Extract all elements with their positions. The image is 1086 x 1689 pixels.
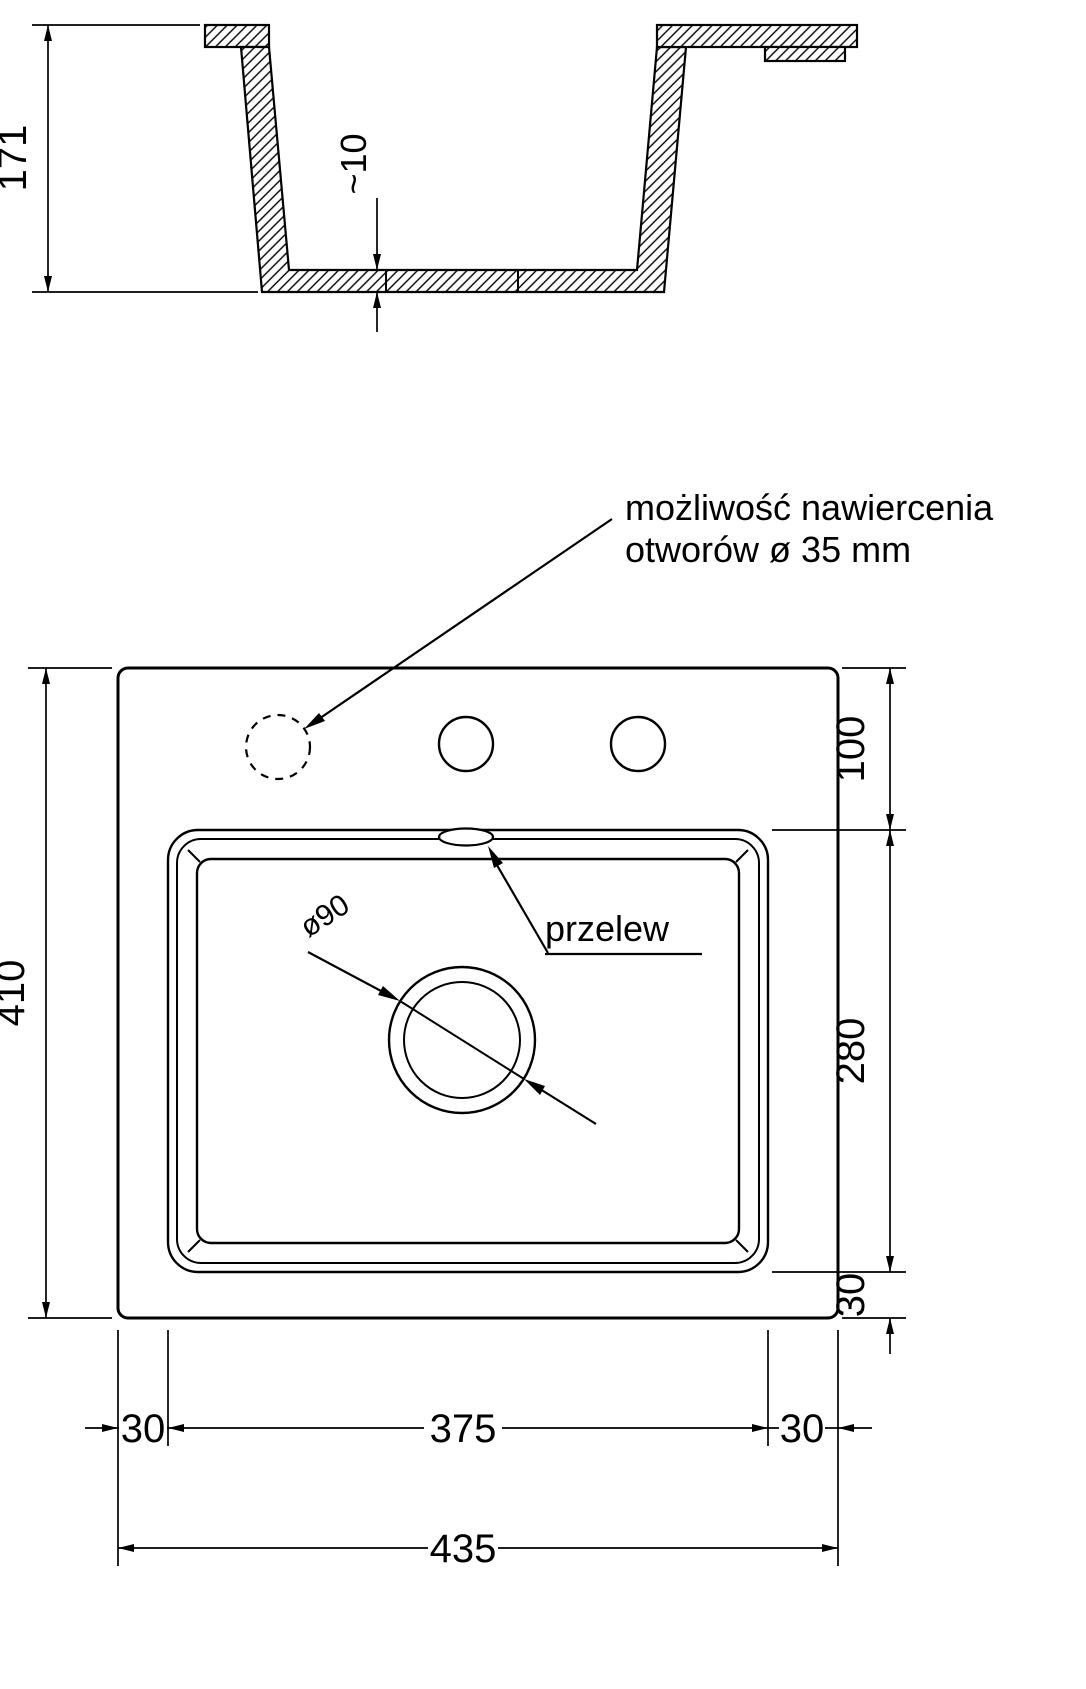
drain-hole-inner (403, 981, 521, 1099)
bowl-corner-bevel (735, 1239, 749, 1253)
dim-overall-height-value: 410 (0, 960, 33, 1027)
optional-faucet-hole-dashed (244, 713, 312, 781)
dim-thickness-value: ~10 (333, 133, 374, 194)
arrowhead-up (886, 668, 894, 684)
left-rim-section (203, 23, 271, 49)
bowl-corner-bevel (735, 849, 749, 863)
arrowhead-down (886, 1256, 894, 1272)
drain-diameter-label: ø90 (294, 888, 355, 944)
arrowhead-right (822, 1544, 838, 1552)
arrowhead-up (42, 668, 50, 684)
dim-overall-height-410: 410 (0, 667, 112, 1319)
leader-line (307, 951, 384, 993)
arrowhead-left (118, 1544, 134, 1552)
side-section-view: 171 ~10 (0, 23, 859, 332)
arrowhead (488, 846, 503, 868)
dim-bowl-width-value: 375 (430, 1407, 497, 1451)
mounting-step-section (763, 45, 847, 63)
note-line-1: możliwość nawiercenia (625, 487, 994, 528)
overflow-label: przelew (545, 908, 670, 949)
faucet-hole-2 (609, 715, 667, 773)
dim-overall-width-value: 435 (430, 1527, 497, 1571)
overflow-callout: przelew (488, 846, 702, 956)
arrowhead-right (752, 1424, 768, 1432)
dim-left-margin-value: 30 (121, 1407, 166, 1451)
dim-bowl-height-value: 280 (829, 1018, 873, 1085)
drain-hole-outer (387, 965, 537, 1115)
faucet-hole-1 (437, 715, 495, 773)
arrowhead (378, 986, 400, 1001)
top-plan-view: ø90 możliwość nawiercenia otworów ø 35 m… (0, 487, 994, 1571)
leader-line (493, 859, 549, 954)
leader-line (309, 518, 613, 726)
drain-recess-slab (385, 269, 519, 293)
arrowhead (524, 1079, 545, 1095)
right-rim-section (655, 23, 859, 49)
arrowhead-up (373, 292, 381, 308)
drilling-note-callout: możliwość nawiercenia otworów ø 35 mm (304, 487, 994, 729)
dim-right-margin-value: 30 (780, 1407, 825, 1451)
bowl-cross-section (239, 45, 688, 294)
diameter-line (399, 1000, 525, 1080)
dim-overall-width-435: 435 (118, 1527, 838, 1571)
dim-height-171: 171 (0, 24, 258, 293)
leader-line (539, 1088, 597, 1125)
arrowhead-up (886, 1318, 894, 1334)
dim-bottom-thickness-10: ~10 (333, 133, 381, 332)
arrowhead-up (44, 25, 52, 41)
dim-faucet-offset-value: 100 (829, 716, 873, 783)
dim-bowl-height-280: 280 (772, 830, 906, 1273)
arrowhead (304, 713, 325, 729)
arrowhead-left (838, 1424, 854, 1432)
note-line-2: otworów ø 35 mm (625, 529, 911, 570)
arrowhead-right (102, 1424, 118, 1432)
sink-outline (116, 666, 840, 1320)
dim-bottom-margin-30: 30 (829, 1273, 906, 1354)
bowl-rim-middle (176, 838, 760, 1264)
bowl-corner-bevel (187, 849, 201, 863)
dim-faucet-offset-100: 100 (772, 667, 906, 831)
arrowhead-down (373, 254, 381, 270)
dim-height-value: 171 (0, 125, 35, 192)
bowl-corner-bevel (187, 1239, 201, 1253)
overflow-slot (437, 827, 495, 847)
arrowhead-down (44, 276, 52, 292)
bowl-rim-outer (166, 828, 770, 1274)
arrowhead-down (886, 814, 894, 830)
arrowhead-up (886, 830, 894, 846)
bowl-rim-inner (195, 857, 741, 1245)
arrowhead-left (168, 1424, 184, 1432)
dim-bottom-margin-value: 30 (829, 1273, 873, 1318)
arrowhead-down (42, 1302, 50, 1318)
dim-row-margins-and-bowl-width: 30 375 30 (85, 1407, 872, 1451)
bottom-dimension-extension-lines (117, 1330, 839, 1566)
